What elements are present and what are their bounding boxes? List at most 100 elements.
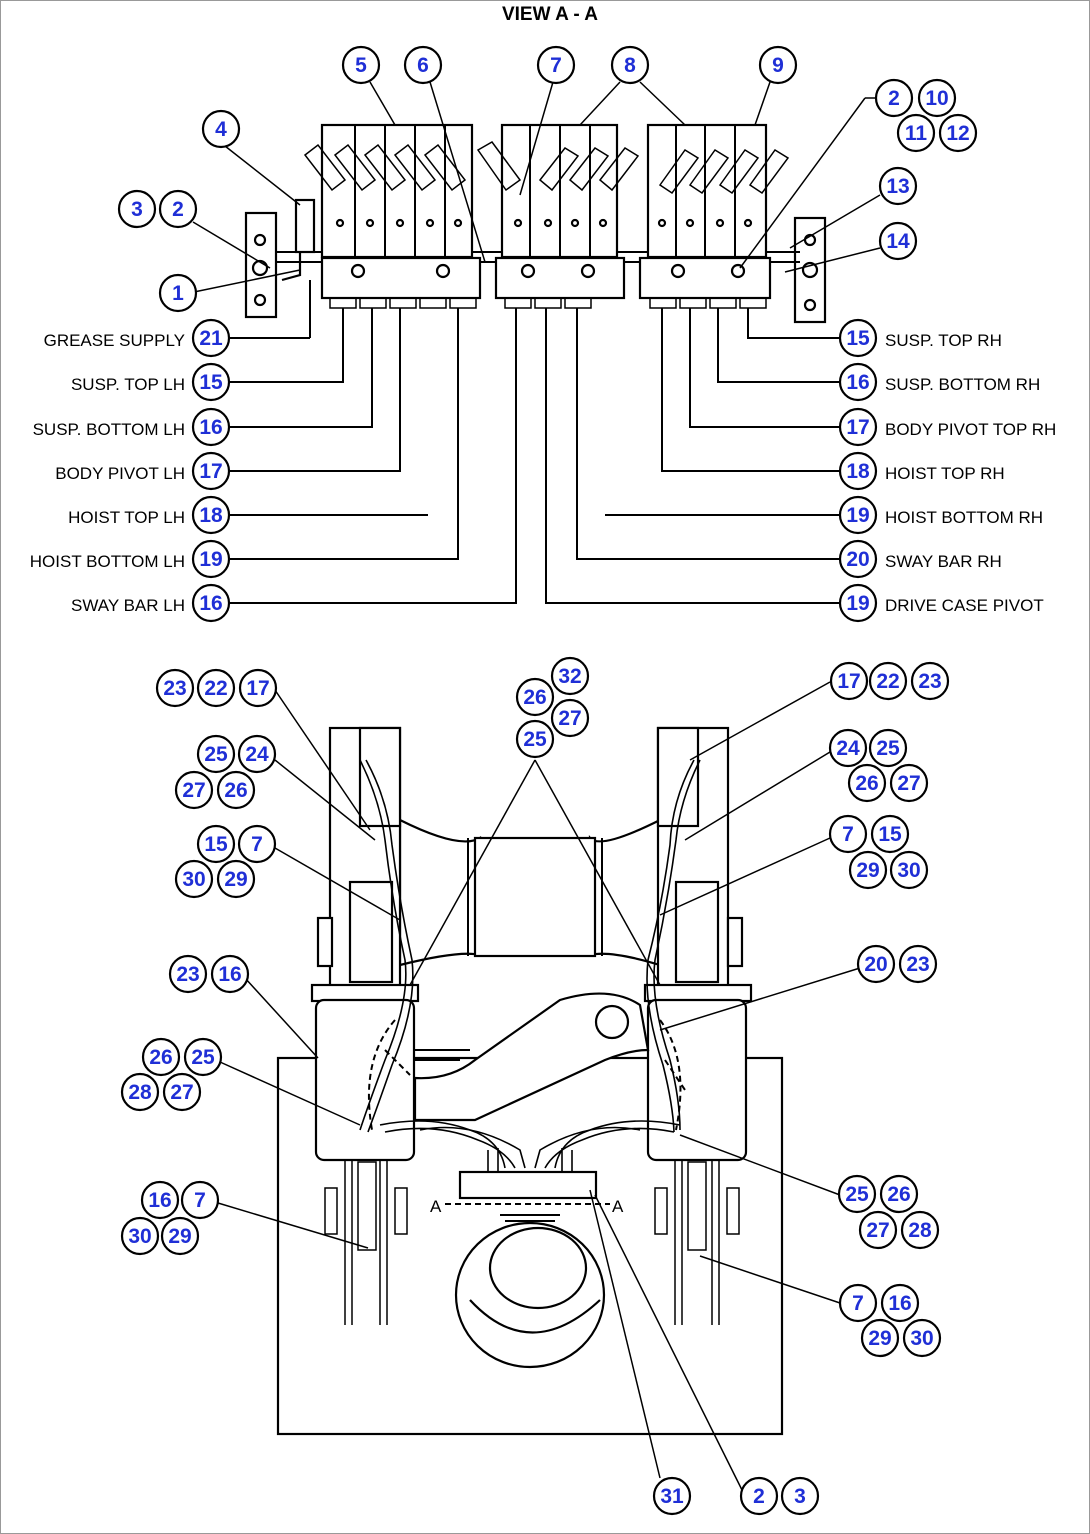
callout-44: 23 — [898, 944, 938, 984]
callout-6: 10 — [917, 78, 957, 118]
right-output-lines — [545, 308, 840, 604]
svg-text:23: 23 — [163, 677, 186, 700]
callout-57: 7 — [838, 1283, 878, 1323]
callout-14: 1 — [158, 273, 198, 313]
svg-text:28: 28 — [128, 1081, 152, 1104]
callout-40: 30 — [889, 850, 929, 890]
svg-text:24: 24 — [836, 737, 860, 760]
svg-text:9: 9 — [772, 54, 784, 77]
section-marker-left: A — [430, 1197, 442, 1216]
callout-right-4: 19 — [838, 495, 878, 535]
svg-text:30: 30 — [182, 868, 205, 891]
section-marker-right: A — [612, 1197, 624, 1216]
svg-text:16: 16 — [148, 1189, 171, 1212]
callout-1: 6 — [403, 45, 443, 85]
callout-43: 20 — [856, 944, 896, 984]
svg-text:26: 26 — [224, 779, 247, 802]
callout-45: 26 — [141, 1037, 181, 1077]
svg-text:15: 15 — [878, 823, 902, 846]
svg-text:18: 18 — [199, 504, 223, 527]
svg-text:7: 7 — [194, 1189, 206, 1212]
callout-23: 22 — [868, 661, 908, 701]
left-output-lines — [230, 308, 517, 604]
svg-text:23: 23 — [906, 953, 929, 976]
svg-text:25: 25 — [876, 737, 900, 760]
svg-text:27: 27 — [170, 1081, 193, 1104]
callout-62: 2 — [739, 1476, 779, 1516]
callout-25: 25 — [196, 734, 236, 774]
svg-text:27: 27 — [897, 772, 920, 795]
callout-left-5: 19 — [191, 539, 231, 579]
callout-left-0: 21 — [191, 318, 231, 358]
callout-left-3: 17 — [191, 451, 231, 491]
svg-text:25: 25 — [523, 728, 547, 751]
svg-text:3: 3 — [794, 1485, 806, 1508]
callout-42: 16 — [210, 954, 250, 994]
svg-text:29: 29 — [168, 1225, 191, 1248]
svg-text:16: 16 — [199, 592, 222, 615]
svg-text:26: 26 — [149, 1046, 172, 1069]
svg-text:29: 29 — [856, 859, 879, 882]
svg-text:16: 16 — [846, 371, 869, 394]
svg-text:5: 5 — [355, 54, 367, 77]
svg-text:2: 2 — [753, 1485, 765, 1508]
callout-50: 26 — [879, 1174, 919, 1214]
callout-8: 12 — [938, 113, 978, 153]
svg-text:16: 16 — [218, 963, 241, 986]
callout-35: 30 — [174, 859, 214, 899]
callout-16: 22 — [196, 668, 236, 708]
label-right-1: SUSP. BOTTOM RH — [885, 375, 1040, 394]
callout-58: 16 — [880, 1283, 920, 1323]
callout-21: 25 — [515, 719, 555, 759]
label-left-5: HOIST BOTTOM LH — [30, 552, 185, 571]
callout-56: 29 — [160, 1216, 200, 1256]
svg-text:2: 2 — [888, 87, 900, 110]
right-labels: SUSP. TOP RH SUSP. BOTTOM RH BODY PIVOT … — [885, 331, 1056, 615]
callout-28: 26 — [216, 770, 256, 810]
label-left-4: HOIST TOP LH — [68, 508, 185, 527]
callout-47: 28 — [120, 1072, 160, 1112]
svg-text:31: 31 — [660, 1485, 684, 1508]
svg-text:1: 1 — [172, 282, 184, 305]
svg-text:7: 7 — [842, 823, 854, 846]
callout-left-6: 16 — [191, 583, 231, 623]
svg-text:26: 26 — [855, 772, 878, 795]
callout-24: 23 — [910, 661, 950, 701]
callout-36: 29 — [216, 859, 256, 899]
callout-right-5: 20 — [838, 539, 878, 579]
callout-19: 26 — [515, 677, 555, 717]
callout-13: 14 — [878, 221, 918, 261]
callout-right-0: 15 — [838, 318, 878, 358]
label-left-0: GREASE SUPPLY — [44, 331, 185, 350]
svg-text:8: 8 — [624, 54, 636, 77]
lower-leaders — [217, 681, 861, 1491]
callout-15: 23 — [155, 668, 195, 708]
svg-text:11: 11 — [905, 122, 928, 145]
callout-32: 27 — [889, 763, 929, 803]
svg-text:23: 23 — [918, 670, 941, 693]
callout-60: 30 — [902, 1318, 942, 1358]
callout-left-2: 16 — [191, 407, 231, 447]
svg-text:7: 7 — [550, 54, 562, 77]
callout-0: 5 — [341, 45, 381, 85]
svg-text:16: 16 — [199, 416, 222, 439]
axle-assembly: A A — [276, 726, 784, 1436]
svg-text:27: 27 — [558, 707, 581, 730]
svg-text:20: 20 — [846, 548, 869, 571]
svg-text:23: 23 — [176, 963, 199, 986]
callout-18: 32 — [550, 656, 590, 696]
svg-text:13: 13 — [886, 175, 909, 198]
svg-text:17: 17 — [246, 677, 269, 700]
label-right-5: SWAY BAR RH — [885, 552, 1002, 571]
callout-right-6: 19 — [838, 583, 878, 623]
svg-text:19: 19 — [846, 504, 869, 527]
svg-text:15: 15 — [204, 833, 228, 856]
callout-right-2: 17 — [838, 407, 878, 447]
callout-9: 4 — [201, 109, 241, 149]
svg-text:26: 26 — [523, 686, 546, 709]
callout-left-1: 15 — [191, 362, 231, 402]
svg-text:17: 17 — [846, 416, 869, 439]
svg-text:27: 27 — [182, 779, 205, 802]
callout-41: 23 — [168, 954, 208, 994]
label-left-6: SWAY BAR LH — [71, 596, 185, 615]
